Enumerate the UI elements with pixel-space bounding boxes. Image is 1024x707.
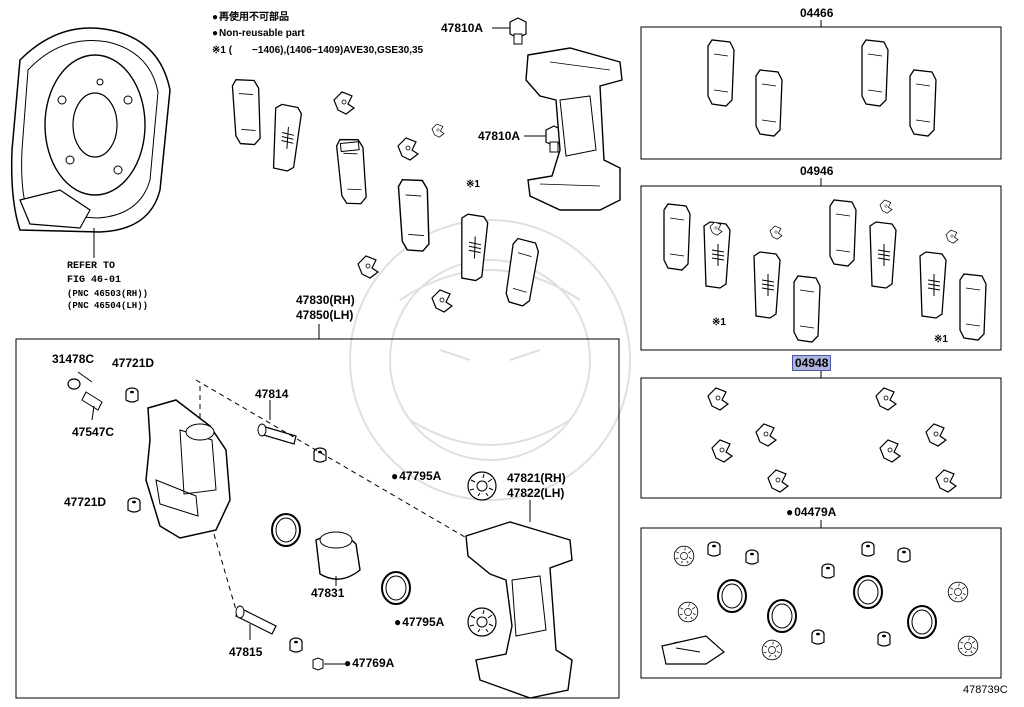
kit-04466-frame <box>640 26 1002 160</box>
bleeder-plug-drawing <box>67 371 103 421</box>
slide-pin-47814-drawing <box>195 379 471 541</box>
label-kit-04948-highlighted[interactable]: 04948 <box>792 355 832 371</box>
slide-pin-47815-drawing <box>235 605 303 653</box>
label-kit-04466[interactable]: 04466 <box>800 6 834 20</box>
refer-line-1: REFER TO <box>67 261 116 272</box>
label-47821-rh[interactable]: 47821(RH) <box>507 471 566 485</box>
mounting-bracket-lower-drawing <box>465 500 573 699</box>
footnote-mark-3: ※1 <box>934 334 948 345</box>
label-47547c[interactable]: 47547C <box>72 425 115 439</box>
refer-line-3: (PNC 46503(RH)) <box>67 289 149 299</box>
label-31478c[interactable]: 31478C <box>52 352 95 366</box>
legend-nonreusable-en: Non-reusable part <box>212 27 305 40</box>
label-47831[interactable]: 47831 <box>311 586 345 600</box>
bolt-47721d-left-drawing <box>127 497 141 513</box>
refer-line-4: (PNC 46504(LH)) <box>67 301 149 311</box>
label-47721d-top[interactable]: 47721D <box>112 356 155 370</box>
upper-pad-set-drawing <box>231 77 541 313</box>
label-47795a-top[interactable]: 47795A <box>391 470 441 483</box>
clip-47795a-bot-drawing <box>467 607 497 637</box>
label-47822-lh[interactable]: 47822(LH) <box>507 486 565 500</box>
clip-47795a-top-drawing <box>467 471 497 501</box>
label-47850-lh[interactable]: 47850(LH) <box>296 308 354 322</box>
mounting-bracket-top-drawing <box>525 47 623 211</box>
nut-47769a-drawing <box>312 657 348 671</box>
label-47815[interactable]: 47815 <box>229 645 263 659</box>
dust-shield-drawing <box>10 27 171 258</box>
label-kit-04946[interactable]: 04946 <box>800 164 834 178</box>
piston-seal-47831-drawing <box>271 513 411 605</box>
bolt-47810a-mid-drawing <box>524 125 563 153</box>
footnote-mark-1: ※1 <box>466 179 480 190</box>
label-47830-rh[interactable]: 47830(RH) <box>296 293 355 307</box>
kit-04479a-seals-drawing <box>661 541 979 665</box>
refer-line-2: FIG 46-01 <box>67 275 122 286</box>
label-47810a-mid[interactable]: 47810A <box>478 129 521 143</box>
label-47721d-left[interactable]: 47721D <box>64 495 107 509</box>
label-47795a-bot[interactable]: 47795A <box>394 616 444 629</box>
caliper-assembly-frame <box>15 338 620 699</box>
kit-04946-frame <box>640 185 1002 351</box>
figure-number: 478739C <box>963 684 1008 696</box>
caliper-body-drawing <box>145 386 237 611</box>
kit-04466-pads-drawing <box>707 39 937 137</box>
label-47769a[interactable]: 47769A <box>344 657 394 670</box>
bolt-47810a-top-drawing <box>492 17 527 45</box>
bolt-47721d-top-drawing <box>125 387 139 403</box>
label-47810a-top[interactable]: 47810A <box>441 21 484 35</box>
legend-nonreusable-jp: 再使用不可部品 <box>212 11 289 24</box>
watermark-emblem <box>349 219 631 501</box>
kit-04948-clips-drawing <box>707 387 957 493</box>
footnote-mark-2: ※1 <box>712 317 726 328</box>
label-47814[interactable]: 47814 <box>255 387 289 401</box>
legend-footnote: ※1 ( −1406),(1406−1409)AVE30,GSE30,35 <box>212 45 424 56</box>
label-kit-04479a[interactable]: 04479A <box>786 506 836 519</box>
